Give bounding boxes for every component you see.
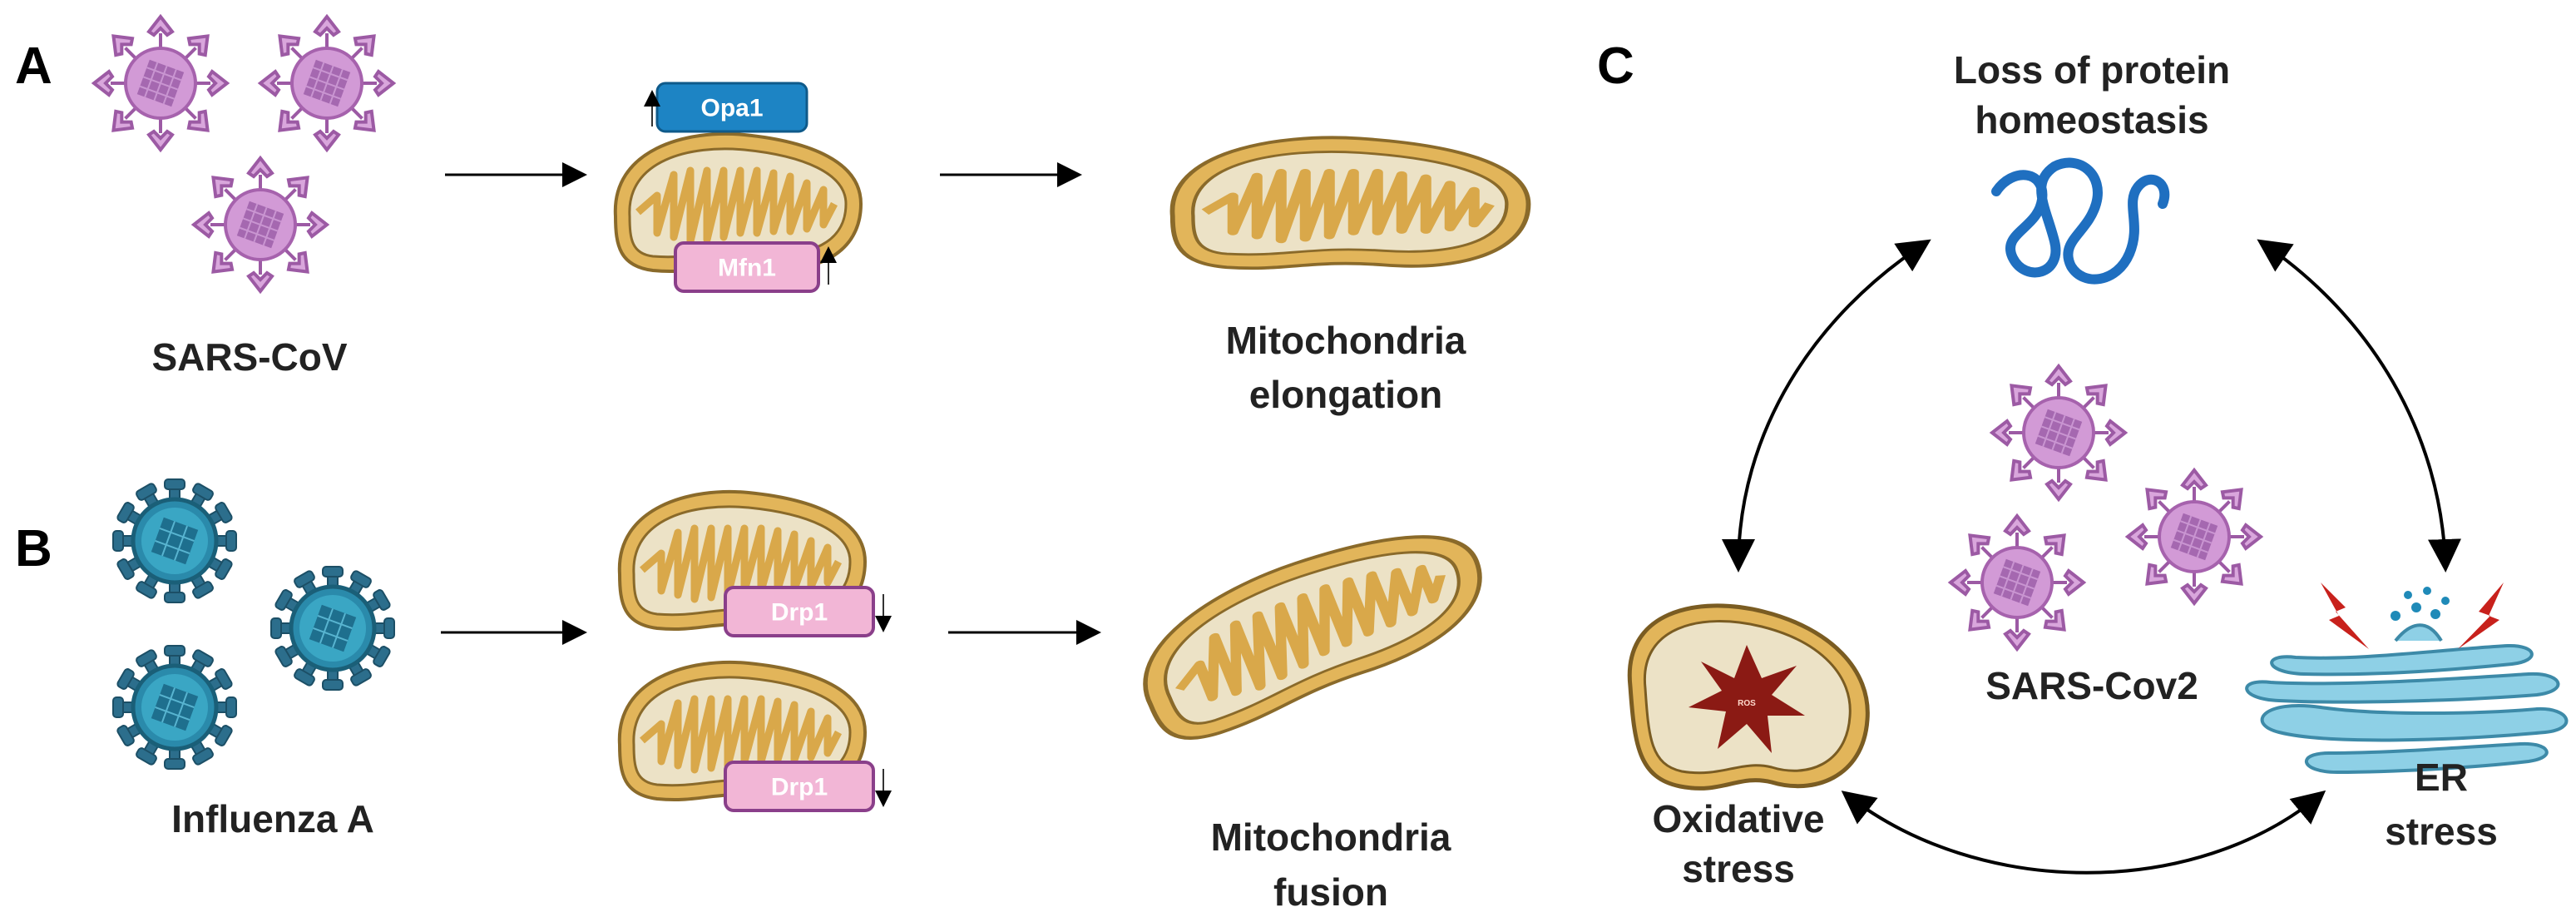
panel-b-letter: B bbox=[15, 520, 52, 577]
panel-c-right-line1: ER bbox=[2415, 756, 2468, 799]
er-dots bbox=[2391, 587, 2450, 621]
panel-a-outcome-line2: elongation bbox=[1249, 373, 1443, 416]
panel-c-center-label: SARS-Cov2 bbox=[1985, 664, 2198, 707]
er-icon bbox=[2245, 623, 2569, 775]
lightning-icon bbox=[2458, 582, 2504, 649]
cycle-arrow-left bbox=[1722, 239, 1931, 573]
panel-a-outcome-line1: Mitochondria bbox=[1226, 319, 1466, 362]
influenza-virus-icon bbox=[113, 646, 236, 769]
sars-virus-icon bbox=[2128, 470, 2261, 603]
panel-c-letter: C bbox=[1597, 37, 1634, 95]
panel-c-top-line2: homeostasis bbox=[1975, 98, 2208, 141]
mfn1-protein: Mfn1 bbox=[674, 241, 837, 293]
drp1-protein-2: Drp1 bbox=[724, 761, 892, 812]
influenza-virus-icon bbox=[113, 479, 236, 602]
mitochondrion-fused-icon bbox=[1121, 499, 1501, 754]
panel-c-left-line2: stress bbox=[1682, 847, 1795, 890]
sars-virus-icon bbox=[94, 17, 227, 150]
opa1-protein: Opa1 bbox=[644, 82, 808, 133]
mfn1-label: Mfn1 bbox=[718, 255, 776, 282]
sars-virus-icon bbox=[260, 17, 393, 150]
panel-b-outcome-line1: Mitochondria bbox=[1211, 815, 1451, 859]
panel-a-virus-label: SARS-CoV bbox=[151, 335, 347, 379]
panel-c-right-line2: stress bbox=[2385, 810, 2498, 853]
panel-b-outcome-line2: fusion bbox=[1273, 870, 1388, 914]
ros-star-icon: ROS bbox=[1688, 645, 1805, 753]
oxidative-mitochondrion-icon: ROS bbox=[1627, 603, 1870, 791]
lightning-icon bbox=[2321, 582, 2369, 649]
drp1-protein-1: Drp1 bbox=[724, 586, 892, 637]
panel-c-left-line1: Oxidative bbox=[1652, 797, 1824, 840]
influenza-virus-icon bbox=[271, 567, 394, 690]
cycle-arrow-right bbox=[2257, 239, 2461, 573]
panel-b-virus-label: Influenza A bbox=[171, 797, 374, 840]
sars-virus-icon bbox=[194, 158, 327, 291]
ros-label: ROS bbox=[1738, 699, 1756, 708]
protein-coil-icon bbox=[1991, 157, 2170, 285]
sars-virus-icon bbox=[1992, 366, 2125, 499]
panel-c-top-line1: Loss of protein bbox=[1954, 48, 2230, 92]
sars-virus-icon bbox=[1951, 516, 2084, 649]
drp1-label-1: Drp1 bbox=[771, 599, 828, 627]
panel-a-letter: A bbox=[15, 37, 52, 95]
opa1-label: Opa1 bbox=[700, 95, 763, 122]
cycle-arrow-bottom bbox=[1841, 790, 2326, 875]
drp1-label-2: Drp1 bbox=[771, 774, 828, 801]
mitochondrion-elongated-icon bbox=[1172, 137, 1528, 268]
